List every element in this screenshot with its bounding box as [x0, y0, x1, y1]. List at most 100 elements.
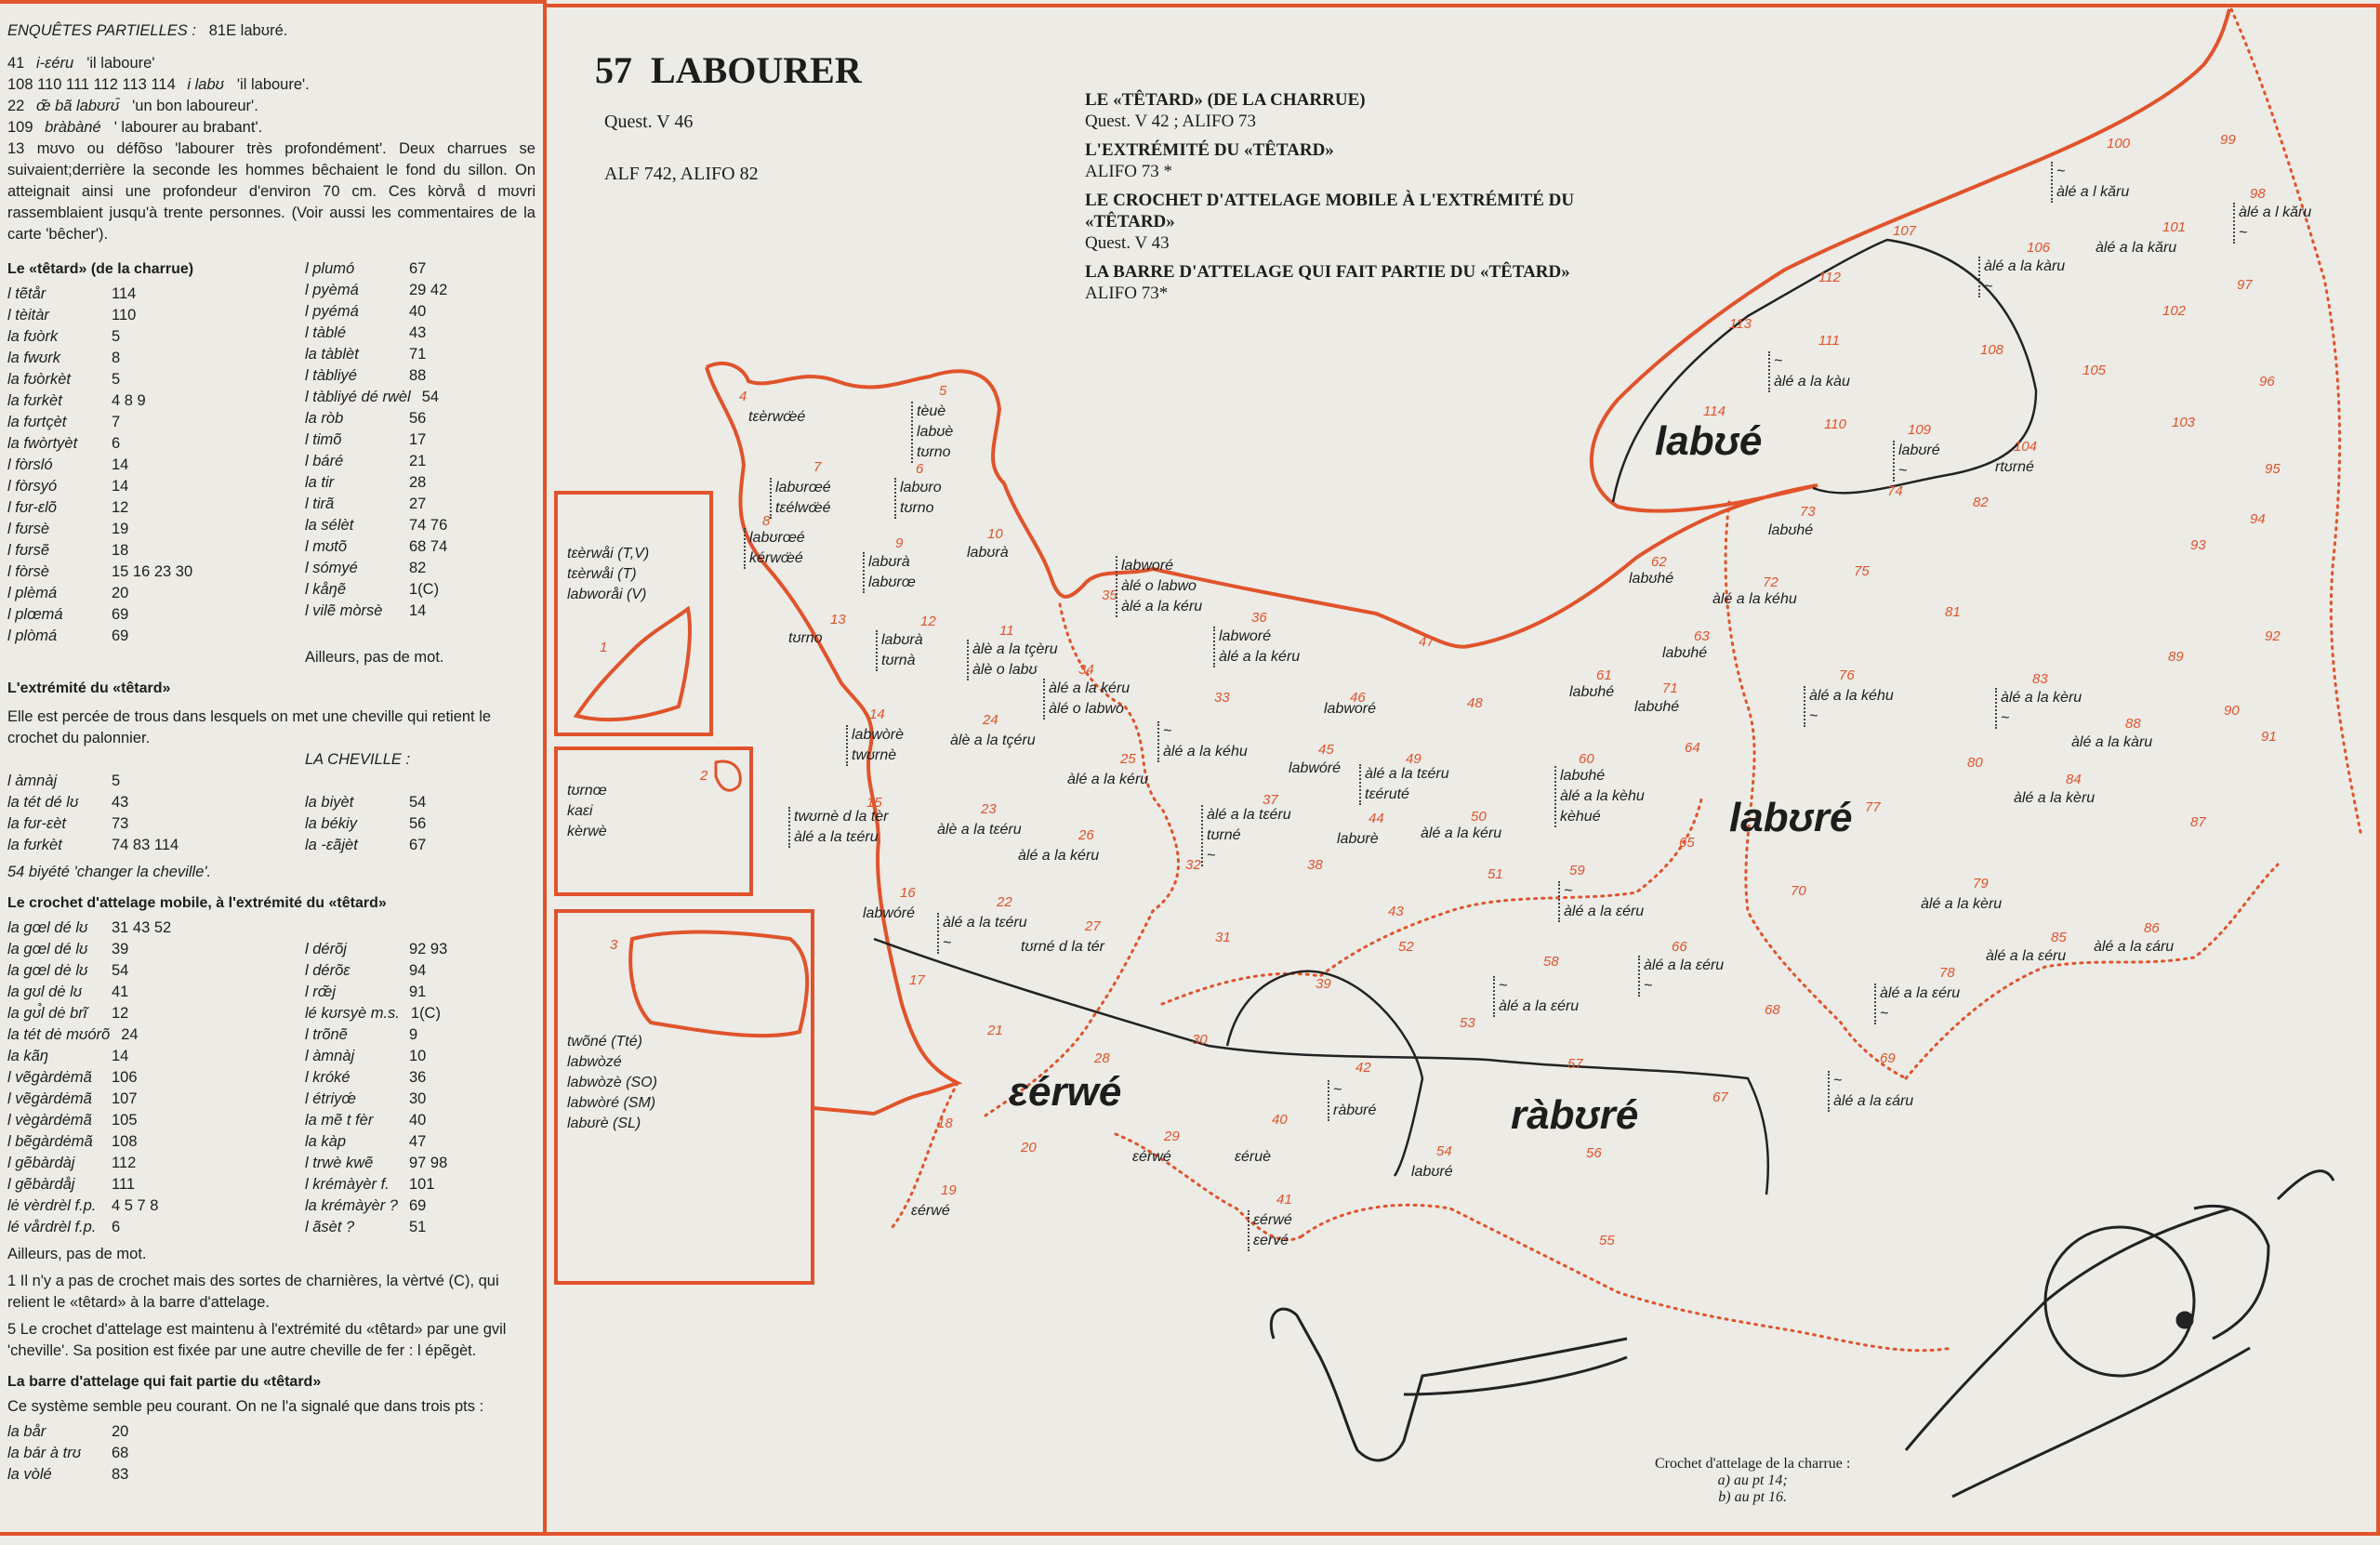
point-forms: labʊhé — [1629, 569, 1673, 589]
dialect-form: labʊré — [1411, 1164, 1453, 1180]
dialect-form: ~ — [2056, 164, 2066, 179]
point-number: 75 — [1854, 563, 1870, 579]
point-number: 50 — [1471, 809, 1487, 825]
dialect-form: labʊrœ — [868, 574, 916, 590]
crochet-row-form: l gẽbàrdàj — [7, 1155, 75, 1171]
dialect-form: tèuè — [917, 403, 946, 419]
crochet-row: lé vårdrèl f.p.6 — [7, 1217, 305, 1238]
dialect-form: labʊhé — [1634, 699, 1680, 715]
dialect-form: àlé a la kéhu — [1712, 591, 1797, 607]
crochet-row-form: l àmnàj — [305, 1048, 355, 1064]
notes-list: 41 i-ɛéru'il laboure'108 110 111 112 113… — [7, 53, 536, 139]
point-number: 17 — [909, 972, 925, 988]
section-header-title: LE CROCHET D'ATTELAGE MOBILE À L'EXTRÉMI… — [1085, 191, 1575, 231]
tetard-row-points: 67 — [409, 260, 427, 277]
tetard-row-form: l tẽtår — [7, 285, 46, 302]
point-number: 74 — [1887, 483, 1903, 499]
crochet-row-points: 101 — [409, 1176, 435, 1193]
dialect-form: labʊrà — [881, 632, 923, 648]
point-number: 91 — [2261, 729, 2277, 745]
point-forms: tʊrné d la tér — [1021, 937, 1104, 957]
point-forms: labʊrà tʊrnà — [876, 630, 923, 671]
point-number: 79 — [1973, 876, 1989, 891]
dialect-form: labʊhé — [1560, 768, 1606, 784]
tetard-row-form: l plòmá — [7, 627, 58, 644]
crochet-row-form: l krémàyèr f. — [305, 1176, 390, 1193]
point-number: 59 — [1569, 863, 1585, 878]
dialect-form: tʊrnà — [881, 653, 916, 668]
tetard-row-form: l kåŋẽ — [305, 581, 347, 598]
point-number: 86 — [2144, 920, 2160, 936]
dialect-form: àlé a la tɛéru — [943, 915, 1027, 931]
point-number: 52 — [1398, 939, 1414, 955]
dialect-form: tʊrné d la tér — [1021, 939, 1104, 955]
crochet-heading: Le crochet d'attelage mobile, à l'extrém… — [7, 895, 387, 911]
dialect-form: tʊrné — [1207, 827, 1241, 843]
dialect-form: labwòrè — [852, 727, 905, 743]
tetard-else: Ailleurs, pas de mot. — [305, 649, 444, 666]
dialect-form: ~ — [1833, 1073, 1843, 1089]
atlas-refs: ALF 742, ALIFO 82 — [604, 164, 759, 184]
point-number: 99 — [2220, 132, 2236, 148]
dialect-form: ràbʊré — [1333, 1103, 1377, 1118]
dialect-form: labʊhé — [1662, 645, 1708, 661]
area-label: ràbʊré — [1511, 1092, 1639, 1138]
section-header-ref: ALIFO 73 * — [1085, 162, 1172, 181]
dialect-form: àlé a la kèru — [2001, 690, 2082, 706]
point-forms: àlé a la kèru~ — [1995, 688, 2082, 729]
tetard-row-form: la sélèt — [305, 517, 354, 534]
map-frame — [547, 4, 2380, 1536]
crochet-row: l krémàyèr f. 101 — [305, 1174, 547, 1195]
tetard-row-points: 28 — [409, 474, 427, 491]
point-number: 66 — [1672, 939, 1687, 955]
extremite-row-form: la tét dé lʊ — [7, 794, 79, 811]
crochet-row-form: l gẽbàrdåj — [7, 1176, 75, 1193]
point-number: 45 — [1318, 742, 1334, 758]
tetard-row-points: 114 — [112, 285, 137, 302]
point-number: 51 — [1488, 866, 1503, 882]
point-number: 100 — [2107, 136, 2131, 152]
dialect-form: ɛérwé — [1132, 1149, 1171, 1165]
tetard-row-form: l fʊrsè — [7, 521, 50, 537]
inset-forms: tɛèrwåi (T,V)tɛèrwåi (T)labworåi (V) — [567, 544, 649, 605]
point-forms: àlé a la kéhu~ — [1804, 686, 1894, 727]
dialect-form: labʊré — [1898, 442, 1940, 458]
point-forms: tʊrno — [788, 628, 823, 649]
point-number: 88 — [2125, 716, 2141, 732]
point-number: 29 — [1164, 1129, 1180, 1144]
point-forms: labʊrè — [1337, 829, 1379, 850]
point-number: 47 — [1419, 634, 1435, 650]
tetard-heading: Le «têtard» (de la charrue) — [7, 261, 194, 277]
tetard-row: l tẽtår 114 — [7, 284, 305, 305]
point-number: 87 — [2190, 814, 2206, 830]
point-number: 58 — [1543, 954, 1559, 970]
extremite-row-points: 73 — [112, 815, 129, 832]
area-label: ɛérwé — [1009, 1069, 1122, 1115]
tetard-row-form: la fwòrtyèt — [7, 435, 78, 452]
section-header-ref: ALIFO 73* — [1085, 284, 1169, 303]
dialect-form: labworé — [1219, 628, 1272, 644]
area-label: labʊré — [1729, 795, 1853, 840]
cheville-heading: LA CHEVILLE : — [305, 751, 411, 768]
tetard-row-points: 5 — [112, 371, 121, 388]
crochet-row-form: l dérõɛ — [305, 962, 350, 979]
tetard-row-form: la fwʊrk — [7, 350, 60, 366]
point-forms: labworé — [1324, 699, 1376, 720]
crochet-row-form: l vẽgàrdėmã — [7, 1090, 92, 1107]
point-forms: àlé a la kèru — [2014, 788, 2095, 809]
dialect-form: àlé a la kéru — [1067, 772, 1149, 787]
point-number: 70 — [1791, 883, 1806, 899]
point-number: 38 — [1307, 857, 1323, 873]
point-number: 97 — [2237, 277, 2253, 293]
